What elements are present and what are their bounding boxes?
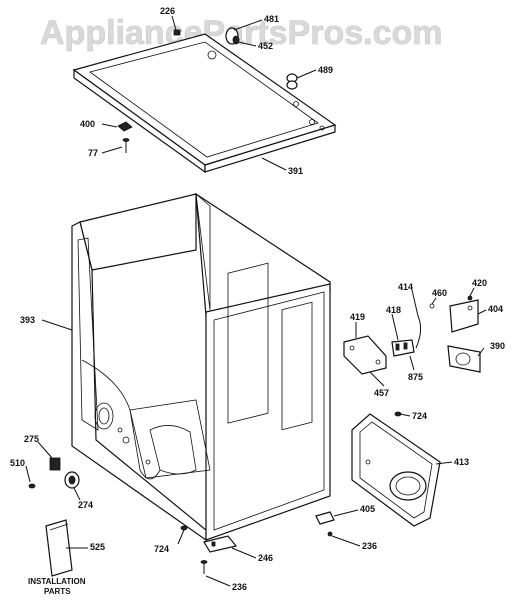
top-panel xyxy=(72,33,337,174)
part-390-plate xyxy=(447,345,481,373)
label-452: 452 xyxy=(258,41,273,51)
part-274-switch xyxy=(64,471,80,489)
installation-caption-line1: INSTALLATION xyxy=(28,577,86,586)
label-457: 457 xyxy=(374,388,389,398)
installation-caption-line2: PARTS xyxy=(44,587,71,596)
label-77: 77 xyxy=(88,148,98,158)
label-419: 419 xyxy=(350,312,365,322)
label-226: 226 xyxy=(160,6,175,16)
label-724-a: 724 xyxy=(412,411,427,421)
part-246-hinge xyxy=(203,535,238,553)
label-489: 489 xyxy=(318,65,333,75)
part-420-screw xyxy=(467,295,473,301)
label-390: 390 xyxy=(490,341,505,351)
label-413: 413 xyxy=(454,457,469,467)
label-274: 274 xyxy=(78,500,93,510)
part-226-clip xyxy=(173,29,181,36)
part-510-screw xyxy=(28,483,36,489)
label-275: 275 xyxy=(24,434,39,444)
part-275-switch xyxy=(49,457,61,471)
label-460: 460 xyxy=(432,288,447,298)
part-413-rear-panel xyxy=(351,413,441,527)
part-419-bracket xyxy=(343,335,387,375)
label-724-b: 724 xyxy=(154,544,169,554)
label-400: 400 xyxy=(80,119,95,129)
part-724-screw-b xyxy=(180,525,188,531)
part-418-terminal xyxy=(391,339,415,357)
part-489-grommet xyxy=(286,73,298,90)
part-236-screw-b xyxy=(200,560,208,574)
label-404: 404 xyxy=(488,304,503,314)
part-481-452-knob xyxy=(225,27,240,45)
label-481: 481 xyxy=(264,14,279,24)
part-525-installation-kit xyxy=(45,519,73,577)
part-236-screw-a xyxy=(327,531,333,537)
part-404-cover-plate xyxy=(449,299,479,333)
label-236-a: 236 xyxy=(362,541,377,551)
label-414: 414 xyxy=(398,282,413,292)
part-405-clip xyxy=(315,511,335,525)
label-405: 405 xyxy=(360,504,375,514)
cabinet xyxy=(71,192,331,542)
label-420: 420 xyxy=(472,278,487,288)
label-418: 418 xyxy=(386,305,401,315)
label-391: 391 xyxy=(288,166,303,176)
label-236-b: 236 xyxy=(232,582,247,592)
label-510: 510 xyxy=(10,458,25,468)
label-393: 393 xyxy=(20,315,35,325)
label-875: 875 xyxy=(408,372,423,382)
label-246: 246 xyxy=(258,553,273,563)
label-525: 525 xyxy=(90,542,105,552)
part-77-screw xyxy=(122,138,130,153)
leader-lines xyxy=(25,15,487,587)
watermark-text: AppliancePartsPros.com xyxy=(40,14,442,52)
part-400-block xyxy=(117,121,133,132)
part-414-460-link xyxy=(415,303,435,349)
